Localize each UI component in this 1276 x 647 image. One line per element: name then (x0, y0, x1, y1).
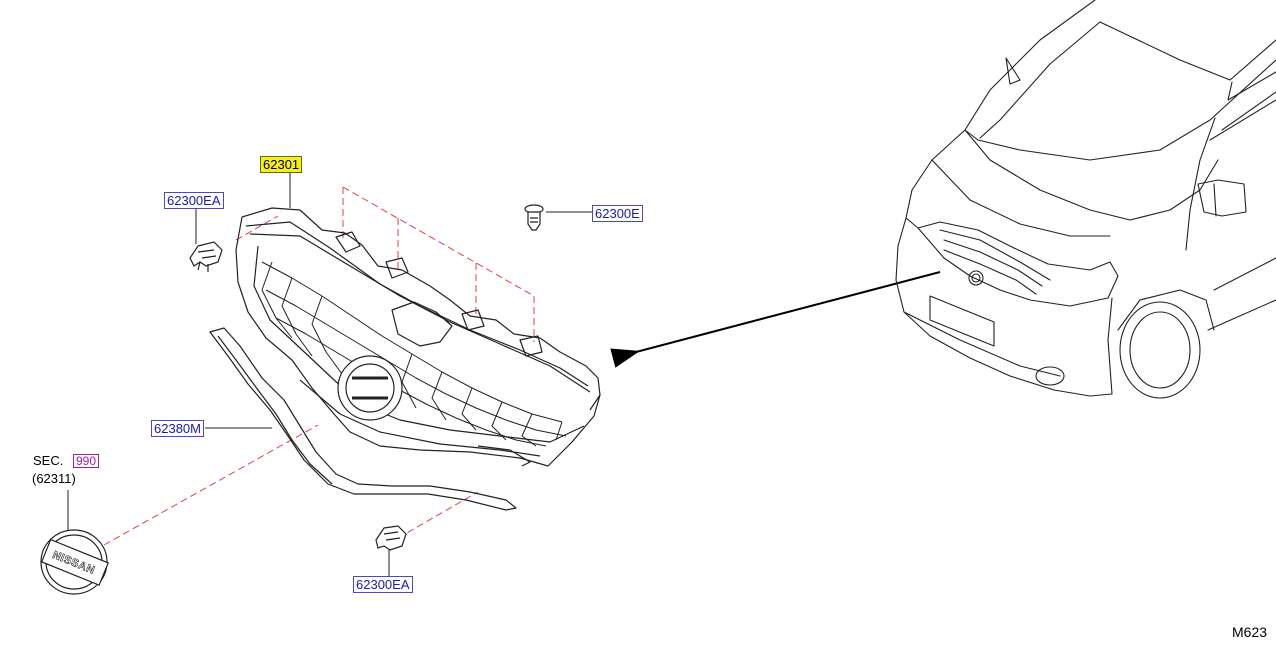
part-label-grille-assembly[interactable]: 62301 (260, 156, 303, 173)
part-label-clip-lower[interactable]: 62300EA (353, 576, 413, 593)
clip-icon[interactable] (189, 241, 223, 272)
section-prefix: SEC. (33, 453, 64, 468)
part-label-clip-upper[interactable]: 62300EA (164, 192, 224, 209)
clip-icon[interactable] (375, 525, 407, 551)
push-rivet-icon[interactable] (524, 204, 544, 231)
diagram-code: M623 (1232, 624, 1268, 640)
moulding-drawing[interactable] (209, 327, 517, 511)
emblem-icon[interactable]: NISSAN (40, 529, 109, 595)
grille-drawing[interactable] (235, 207, 601, 467)
part-label-moulding[interactable]: 62380M (151, 420, 204, 437)
section-ref-number[interactable]: 990 (73, 454, 100, 468)
dashed-leader-lines (103, 186, 535, 546)
vehicle-drawing (895, 0, 1276, 399)
pointer-arrow (610, 271, 941, 368)
label-leader-lines (67, 170, 592, 576)
part-label-clip-right[interactable]: 62300E (592, 205, 643, 222)
section-part-number: (62311) (32, 471, 76, 486)
